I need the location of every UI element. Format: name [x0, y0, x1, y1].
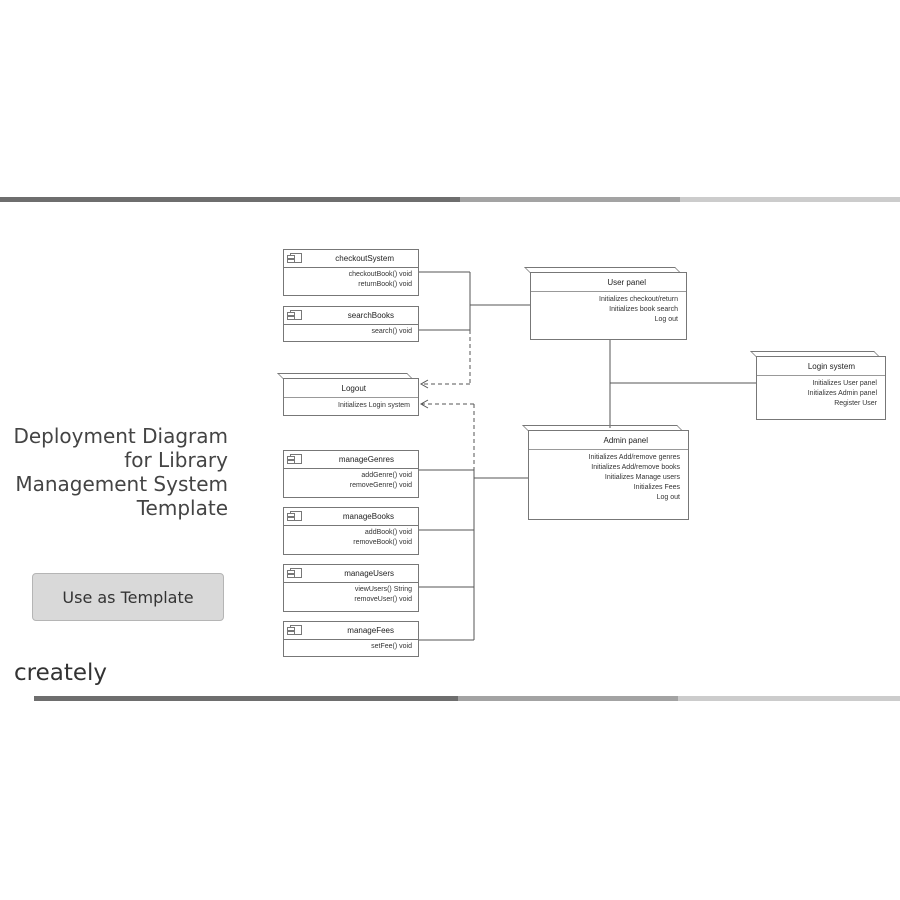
page-title: Deployment Diagram for Library Managemen…	[8, 424, 228, 520]
node-line: Initializes Add/remove genres	[588, 454, 680, 461]
node-login-system[interactable]: Login system Initializes User panel Init…	[756, 356, 886, 420]
component-name: manageBooks	[342, 512, 394, 521]
node-line: Initializes User panel	[812, 380, 877, 387]
component-operation: viewUsers() String	[354, 586, 412, 593]
node-name: User panel	[607, 277, 646, 287]
component-manage-books[interactable]: manageBooks addBook() void removeBook() …	[283, 507, 419, 555]
component-manage-fees[interactable]: manageFees setFee() void	[283, 621, 419, 657]
bottom-divider	[34, 696, 900, 701]
title-line: Template	[136, 496, 228, 520]
component-manage-users[interactable]: manageUsers viewUsers() String removeUse…	[283, 564, 419, 612]
component-operation: returnBook() void	[358, 281, 412, 288]
component-operation: checkoutBook() void	[348, 271, 412, 278]
node-line: Initializes Login system	[338, 402, 410, 409]
component-icon	[287, 253, 302, 263]
node-line: Initializes Fees	[633, 484, 680, 491]
node-name: Login system	[807, 361, 855, 371]
component-operation: removeBook() void	[353, 539, 412, 546]
node-user-panel[interactable]: User panel Initializes checkout/return I…	[530, 272, 687, 340]
title-line: Deployment Diagram	[13, 424, 228, 448]
component-search-books[interactable]: searchBooks search() void	[283, 306, 419, 342]
component-manage-genres[interactable]: manageGenres addGenre() void removeGenre…	[283, 450, 419, 498]
node-line: Initializes Add/remove books	[591, 464, 680, 471]
node-line: Log out	[656, 494, 680, 501]
node-line: Initializes checkout/return	[599, 296, 678, 303]
node-name: Logout	[341, 383, 366, 393]
component-operation: search() void	[371, 328, 412, 335]
component-operation: setFee() void	[371, 643, 412, 650]
node-name: Admin panel	[603, 435, 648, 445]
component-icon	[287, 568, 302, 578]
component-operation: removeGenre() void	[349, 482, 412, 489]
component-operation: addBook() void	[364, 529, 412, 536]
component-name: checkoutSystem	[335, 254, 394, 263]
title-line: Management System	[15, 472, 228, 496]
component-operation: addGenre() void	[361, 472, 412, 479]
node-line: Log out	[654, 316, 678, 323]
top-divider	[0, 197, 900, 202]
component-name: manageFees	[347, 626, 394, 635]
component-name: searchBooks	[347, 311, 394, 320]
component-icon	[287, 511, 302, 521]
component-checkout-system[interactable]: checkoutSystem checkoutBook() void retur…	[283, 249, 419, 296]
node-admin-panel[interactable]: Admin panel Initializes Add/remove genre…	[528, 430, 689, 520]
component-name: manageUsers	[344, 569, 394, 578]
creately-logo: creately	[14, 660, 108, 686]
component-icon	[287, 310, 302, 320]
component-operation: removeUser() void	[354, 596, 412, 603]
node-line: Initializes Admin panel	[807, 390, 877, 397]
title-line: for Library	[124, 448, 228, 472]
use-as-template-button[interactable]: Use as Template	[32, 573, 224, 621]
component-icon	[287, 454, 302, 464]
node-line: Initializes book search	[609, 306, 678, 313]
component-icon	[287, 625, 302, 635]
node-line: Initializes Manage users	[604, 474, 680, 481]
component-name: manageGenres	[338, 455, 394, 464]
node-line: Register User	[834, 400, 877, 407]
node-logout[interactable]: Logout Initializes Login system	[283, 378, 419, 416]
